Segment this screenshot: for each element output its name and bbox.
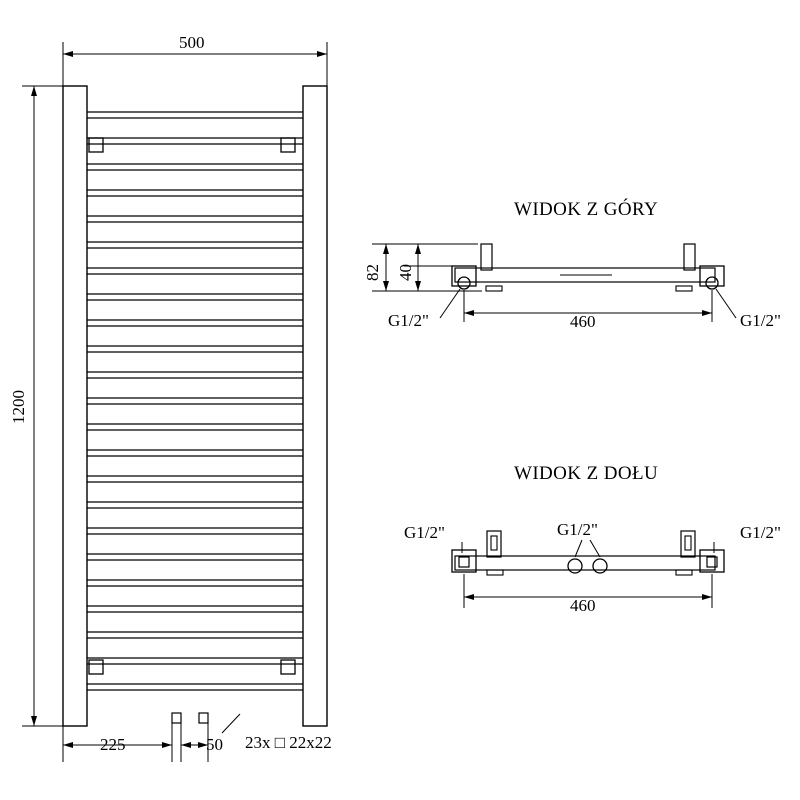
dim-top-view-460 <box>463 290 713 322</box>
dim-label-bottom-460: 460 <box>570 596 596 615</box>
dim-bottom-view-460 <box>463 574 713 608</box>
leader-elements-note <box>221 713 241 734</box>
bracket-bottom-left <box>88 659 104 675</box>
bottom-view-title: WIDOK Z DOŁU <box>514 463 659 484</box>
ladder-rungs <box>87 111 303 691</box>
dim-width-500 <box>62 42 328 86</box>
dim-label-width-500: 500 <box>179 33 205 52</box>
bottom-view-geometry <box>451 530 725 576</box>
dim-label-offset-50: 50 <box>206 735 223 754</box>
bottom-view-connection-left-label: G1/2" <box>404 523 445 542</box>
top-view-connection-left-label: G1/2" <box>388 311 429 330</box>
dim-label-depth-40: 40 <box>396 264 415 281</box>
bottom-view-connection-right-label: G1/2" <box>740 523 781 542</box>
right-vertical-manifold <box>302 85 328 727</box>
top-view-title: WIDOK Z GÓRY <box>514 199 659 220</box>
bottom-connector-left <box>171 712 182 724</box>
bracket-bottom-right <box>280 659 296 675</box>
leader-bottom-view-connections <box>461 539 715 558</box>
left-vertical-manifold <box>62 85 88 727</box>
top-view-connection-right-label: G1/2" <box>740 311 781 330</box>
elements-note-label: 23x □ 22x22 <box>245 733 332 752</box>
bottom-view-connection-center-label: G1/2" <box>557 520 598 539</box>
dim-label-height-1200: 1200 <box>9 390 28 424</box>
bottom-connector-right <box>198 712 209 724</box>
bracket-top-right <box>280 137 296 153</box>
dim-label-top-460: 460 <box>570 312 596 331</box>
dim-bottom-offsets <box>62 723 209 762</box>
bracket-top-left <box>88 137 104 153</box>
leader-top-view-connections <box>439 288 737 319</box>
dim-height-1200 <box>22 85 63 727</box>
dim-label-depth-82: 82 <box>363 264 382 281</box>
dim-label-offset-225: 225 <box>100 735 126 754</box>
top-view-geometry <box>451 243 725 292</box>
